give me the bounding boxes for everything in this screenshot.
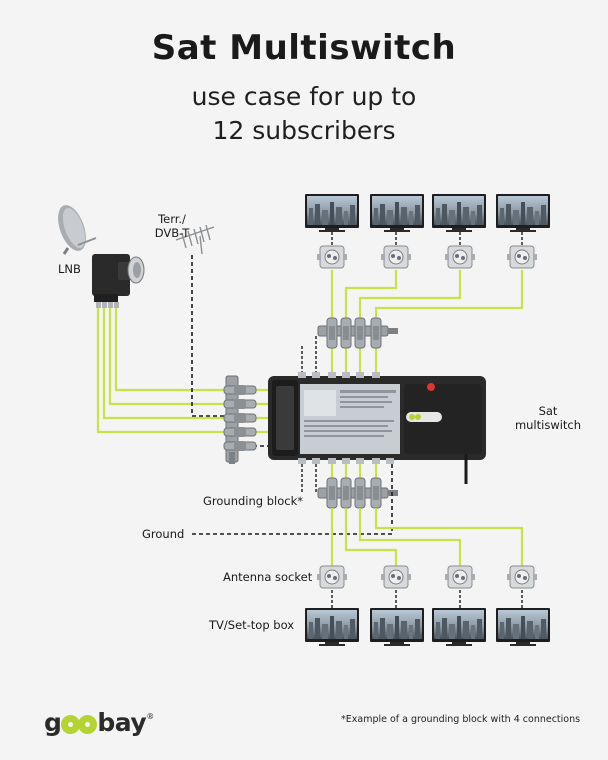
multiswitch-ports-bottom xyxy=(298,458,394,464)
terr-label: Terr./ DVB-T xyxy=(152,212,192,240)
terr-label-line-1: Terr./ xyxy=(158,212,186,226)
multiswitch-label: Sat multiswitch xyxy=(506,404,590,432)
tv-box-label: TV/Set-top box xyxy=(209,618,295,632)
tv-icon xyxy=(432,194,486,232)
lower-tv-links xyxy=(331,590,523,608)
tv-icon xyxy=(305,608,359,646)
tv-icon xyxy=(370,194,424,232)
left-grounding-block xyxy=(223,375,257,464)
antenna-socket-label: Antenna socket xyxy=(223,570,313,584)
page-title: Sat Multiswitch xyxy=(151,28,457,68)
lower-grounding-block xyxy=(317,477,398,509)
logo-oo-icon xyxy=(61,713,98,734)
lower-unused-ports xyxy=(301,464,317,492)
lower-tv-row xyxy=(305,608,550,646)
terr-label-line-2: DVB-T xyxy=(154,226,190,240)
logo-registered: ® xyxy=(146,712,154,721)
subtitle-line-1: use case for up to xyxy=(191,82,417,111)
antenna-socket-icon xyxy=(380,245,412,269)
tv-icon xyxy=(305,194,359,232)
ground-label: Ground xyxy=(142,527,185,541)
antenna-socket-icon xyxy=(506,565,538,589)
page-subtitle: use case for up to 12 subscribers xyxy=(0,80,608,148)
upper-socket-row xyxy=(316,245,538,269)
antenna-socket-icon xyxy=(316,565,348,589)
lnb-icon xyxy=(92,254,145,308)
logo-text-pre: g xyxy=(44,708,62,737)
satellite-dish-icon xyxy=(58,205,97,255)
multiswitch-label-line-1: Sat xyxy=(538,404,558,418)
antenna-socket-icon xyxy=(506,245,538,269)
upper-tv-row xyxy=(305,194,550,232)
tv-icon xyxy=(496,194,550,232)
grounding-block-label: Grounding block* xyxy=(203,494,304,508)
antenna-socket-icon xyxy=(380,565,412,589)
logo-text-post: bay xyxy=(97,708,147,737)
ground-wire xyxy=(190,464,393,535)
antenna-socket-icon xyxy=(316,245,348,269)
tv-icon xyxy=(496,608,550,646)
multiswitch-ports-top xyxy=(298,372,380,378)
tv-icon xyxy=(370,608,424,646)
lnb-label: LNB xyxy=(58,262,81,276)
upper-output-cables xyxy=(330,270,524,376)
terrestrial-antenna-icon xyxy=(175,224,215,255)
tv-icon xyxy=(432,608,486,646)
antenna-socket-icon xyxy=(444,565,476,589)
upper-grounding-block xyxy=(317,317,398,349)
upper-unused-ports xyxy=(301,336,317,376)
subtitle-line-2: 12 subscribers xyxy=(212,116,396,145)
multiswitch-label-line-2: multiswitch xyxy=(514,418,582,432)
multiswitch-icon xyxy=(268,376,486,484)
footnote: *Example of a grounding block with 4 con… xyxy=(341,714,581,725)
lower-socket-row xyxy=(316,565,538,589)
lower-output-cables xyxy=(330,508,524,566)
upper-tv-links xyxy=(331,232,523,246)
goobay-logo: g bay ® xyxy=(44,708,154,737)
lower-output-cables-top xyxy=(330,464,378,478)
antenna-socket-icon xyxy=(444,245,476,269)
